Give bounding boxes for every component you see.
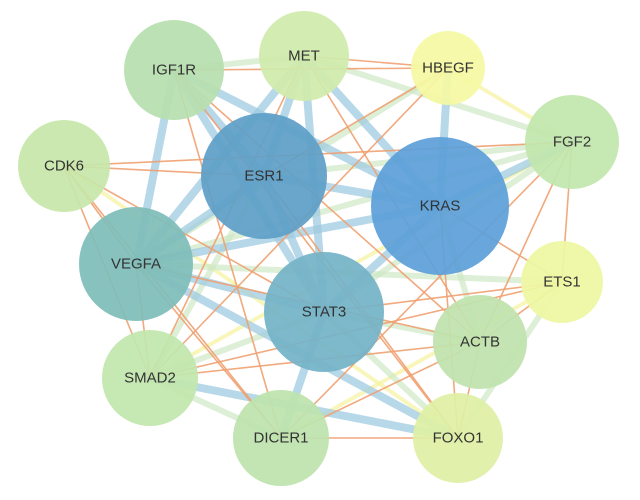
- node-vegfa[interactable]: VEGFA: [79, 207, 193, 321]
- node-circle[interactable]: [264, 252, 384, 372]
- node-stat3[interactable]: STAT3: [264, 252, 384, 372]
- node-label: FGF2: [553, 134, 591, 151]
- node-circle[interactable]: [18, 120, 110, 212]
- edge-vegfa-fgf2: [133, 139, 575, 267]
- node-circle[interactable]: [371, 137, 509, 275]
- node-circle[interactable]: [413, 393, 503, 483]
- node-label: FOXO1: [433, 430, 484, 447]
- node-kras[interactable]: KRAS: [371, 137, 509, 275]
- edge-fgf2-dicer1: [280, 141, 573, 439]
- node-label: IGF1R: [152, 62, 196, 79]
- node-circle[interactable]: [124, 20, 224, 120]
- node-circle[interactable]: [433, 295, 527, 389]
- node-circle[interactable]: [102, 330, 198, 426]
- edge-igf1r-dicer1: [173, 69, 282, 439]
- node-label: STAT3: [302, 304, 346, 321]
- node-label: ETS1: [543, 274, 581, 291]
- edge-igf1r-actb: [173, 69, 481, 343]
- node-dicer1[interactable]: DICER1: [233, 390, 329, 486]
- node-fgf2[interactable]: FGF2: [525, 95, 619, 189]
- node-label: DICER1: [253, 430, 308, 447]
- node-circle[interactable]: [201, 113, 327, 239]
- node-esr1[interactable]: ESR1: [201, 113, 327, 239]
- node-met[interactable]: MET: [259, 11, 349, 101]
- node-label: KRAS: [420, 198, 461, 215]
- node-label: HBEGF: [422, 60, 474, 77]
- node-circle[interactable]: [259, 11, 349, 101]
- node-label: ACTB: [460, 334, 500, 351]
- node-label: VEGFA: [111, 256, 161, 273]
- node-circle[interactable]: [233, 390, 329, 486]
- node-foxo1[interactable]: FOXO1: [413, 393, 503, 483]
- node-circle[interactable]: [79, 207, 193, 321]
- node-cdk6[interactable]: CDK6: [18, 120, 110, 212]
- node-label: ESR1: [244, 168, 283, 185]
- node-circle[interactable]: [411, 31, 485, 105]
- node-hbegf[interactable]: HBEGF: [411, 31, 485, 105]
- node-label: MET: [288, 48, 320, 65]
- node-ets1[interactable]: ETS1: [521, 241, 603, 323]
- node-igf1r[interactable]: IGF1R: [124, 20, 224, 120]
- node-actb[interactable]: ACTB: [433, 295, 527, 389]
- node-circle[interactable]: [525, 95, 619, 189]
- node-smad2[interactable]: SMAD2: [102, 330, 198, 426]
- node-circle[interactable]: [521, 241, 603, 323]
- node-label: CDK6: [44, 158, 84, 175]
- node-label: SMAD2: [124, 370, 176, 387]
